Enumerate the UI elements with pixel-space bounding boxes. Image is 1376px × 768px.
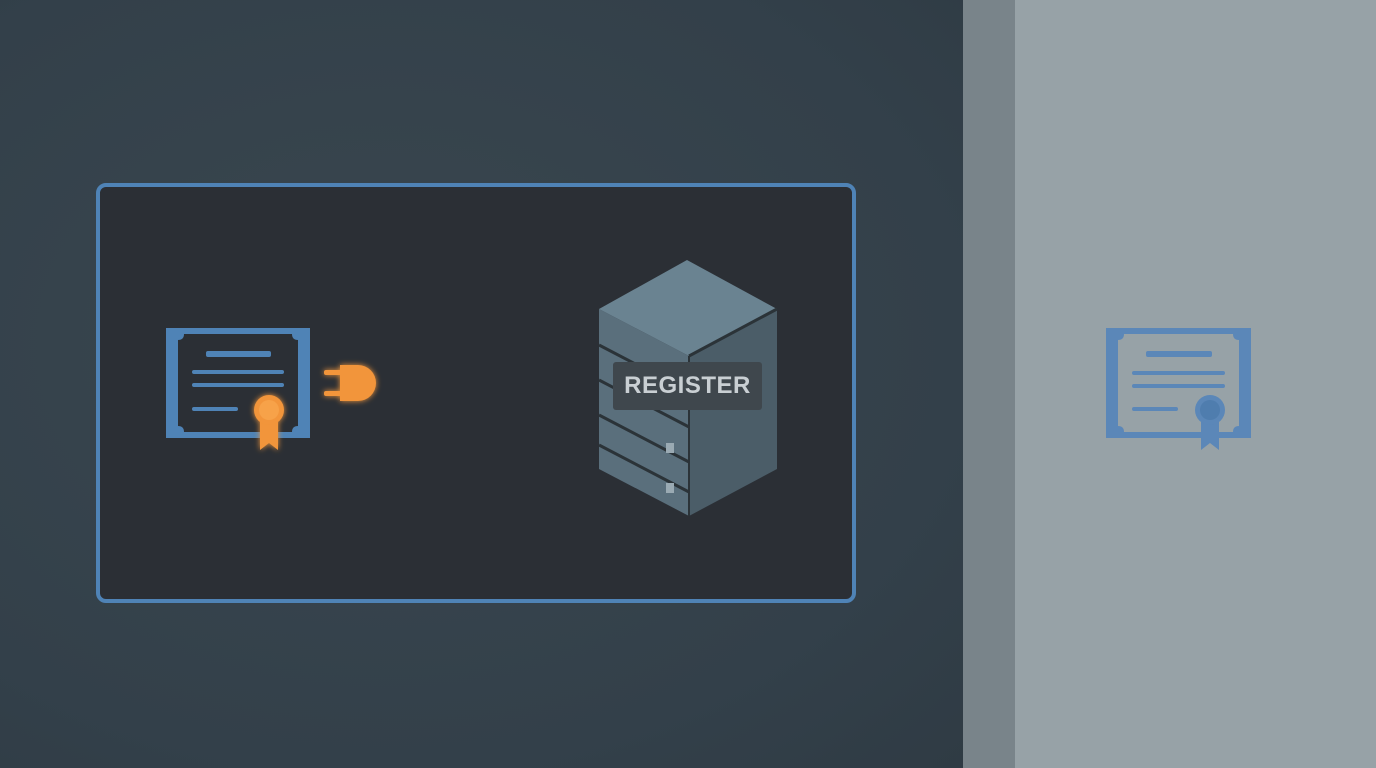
award-badge-icon-secondary	[1195, 395, 1225, 450]
plug-icon	[324, 365, 376, 401]
divider-strip	[963, 0, 1015, 768]
certificate-icon	[166, 328, 310, 438]
certificate-icon-secondary	[1106, 328, 1251, 438]
register-label: REGISTER	[613, 362, 762, 410]
award-badge-icon	[254, 395, 284, 450]
